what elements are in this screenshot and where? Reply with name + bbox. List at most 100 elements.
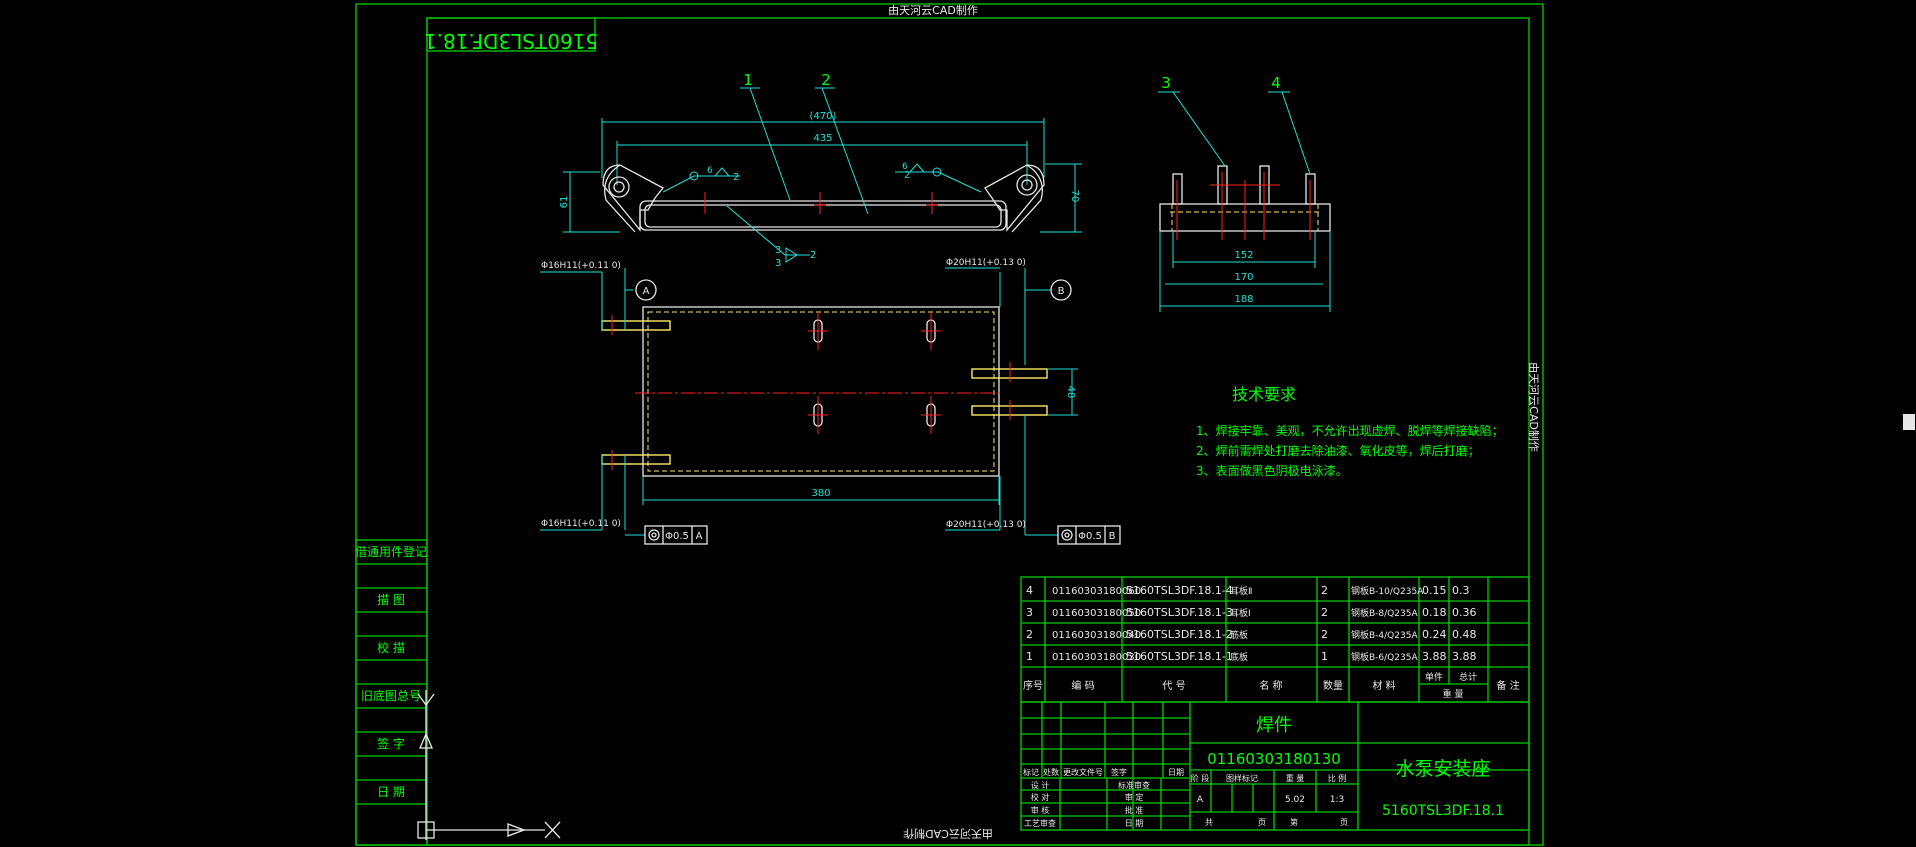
sheet-0: 共 <box>1205 818 1213 827</box>
plan-datum-b: B <box>1058 286 1065 297</box>
bom-r0-code: 01160303180060 <box>1052 586 1141 597</box>
bom-r2-unit: 0.24 <box>1422 628 1447 641</box>
bom-r3-part: 5160TSL3DF.18.1-1 <box>1126 650 1233 663</box>
plan-view: Φ16H11(+0.11 0) A Φ16H11(+0.11 0) Φ20H11… <box>540 258 1121 545</box>
weld-1-size: 6 <box>707 166 713 176</box>
weld-1-count: 2 <box>733 172 739 183</box>
side-dim-1: 170 <box>1234 272 1253 283</box>
title-drawing-no: 5160TSL3DF.18.1 <box>1382 803 1504 819</box>
plan-hole-left-bottom: Φ16H11(+0.11 0) <box>541 519 621 529</box>
bom-r3-name: 底板 <box>1230 651 1248 663</box>
bom-r1-mat: 钢板B-8/Q235A <box>1351 607 1418 619</box>
bom-r1-unit: 0.18 <box>1422 606 1447 619</box>
sheet-2: 第 <box>1290 817 1298 827</box>
bom-r1-name: 耳板Ⅰ <box>1230 607 1251 619</box>
bom-h-name: 名 称 <box>1259 679 1282 692</box>
left-item-2: 校 描 <box>377 640 405 655</box>
side-balloon-3: 3 <box>1161 74 1171 92</box>
bom-h-unit: 单件 <box>1425 671 1443 683</box>
sign2-label-2: 批 准 <box>1125 805 1144 815</box>
plan-dim-gap: 48 <box>1065 386 1076 399</box>
bom-r2-name: 筋板 <box>1230 629 1248 641</box>
sheet-1: 页 <box>1258 818 1266 827</box>
bom-r2-mat: 钢板B-4/Q235A <box>1351 629 1418 641</box>
title-name: 水泵安装座 <box>1395 758 1490 780</box>
bom-r0-total: 0.3 <box>1452 584 1470 597</box>
bom-h-part: 代 号 <box>1162 680 1185 692</box>
projection-symbol <box>417 690 561 840</box>
front-dim-h-right: 70 <box>1069 190 1080 203</box>
side-view: 152 170 188 3 4 <box>1158 74 1331 312</box>
sign-label-3: 工艺审查 <box>1024 818 1056 828</box>
sign2-label-1: 审 定 <box>1125 792 1144 802</box>
scrollbar-thumb[interactable] <box>1903 414 1915 430</box>
weld-2-size: 6 <box>902 162 908 172</box>
left-item-1: 描 图 <box>377 593 405 607</box>
bom-r3-code: 01160303180030 <box>1052 652 1141 663</box>
stage-h-2: 重 量 <box>1286 773 1305 783</box>
side-dim-0: 152 <box>1234 250 1253 261</box>
front-balloon-2: 2 <box>821 71 831 89</box>
tol-b-datum: B <box>1109 531 1116 542</box>
bom-r1-part: 5160TSL3DF.18.1-3 <box>1126 606 1233 619</box>
bom-r3-total: 3.88 <box>1452 650 1477 663</box>
bom-r2-code: 01160303180040 <box>1052 630 1141 641</box>
bom-r1-code: 01160303180050 <box>1052 608 1141 619</box>
front-dim-overall: (470) <box>810 111 837 122</box>
sign2-label-3: 日 期 <box>1125 819 1144 828</box>
bom-r1-qty: 2 <box>1321 606 1328 619</box>
bom-h-no: 序号 <box>1023 679 1043 692</box>
bom-r0-mat: 钢板B-10/Q235A <box>1351 585 1424 597</box>
front-view: (470) 435 61 70 1 2 <box>559 71 1082 269</box>
sign2-label-0: 标准审查 <box>1118 780 1150 790</box>
tech-note-2: 2、焊前需焊处打磨去除油漆、氧化皮等，焊后打磨； <box>1196 443 1480 458</box>
plan-hole-right-top: Φ20H11(+0.13 0) <box>946 258 1026 268</box>
sheet-3: 页 <box>1340 818 1348 827</box>
left-item-4: 签 字 <box>377 736 405 751</box>
stage-h-3: 比 例 <box>1328 773 1347 783</box>
bom-h-qty: 数量 <box>1323 679 1343 692</box>
bom-h-code: 编 码 <box>1071 679 1094 692</box>
bom-r2-total: 0.48 <box>1452 628 1477 641</box>
bom-r0-name: 耳板Ⅱ <box>1230 585 1252 597</box>
bom-r3-unit: 3.88 <box>1422 650 1447 663</box>
plan-datum-a: A <box>643 286 650 297</box>
left-column-table: 借通用件登记 描 图 校 描 旧底图总号 签 字 日 期 <box>355 539 428 846</box>
stage-v-0: A <box>1197 795 1204 805</box>
bom-r3-qty: 1 <box>1321 650 1328 663</box>
tech-note-1: 1、焊接牢靠、美观，不允许出现虚焊、脱焊等焊接缺陷； <box>1196 423 1504 438</box>
left-item-3: 旧底图总号 <box>361 688 421 703</box>
frame-top-label: 由天河云CAD制作 <box>888 3 978 17</box>
front-balloon-1: 1 <box>743 71 753 89</box>
rev-label-1: 处数 <box>1043 767 1059 777</box>
title-code: 01160303180130 <box>1207 750 1341 768</box>
front-dim-span: 435 <box>813 133 832 144</box>
sign-label-0: 设 计 <box>1031 780 1050 790</box>
frame-side-label: 由天河云CAD制作 <box>1527 362 1541 452</box>
stage-h-0: 阶 段 <box>1191 773 1210 783</box>
title-block: 标记 处数 更改文件号 签字 日期 设 计 校 对 审 核 工艺审查 标准审查 … <box>1020 701 1530 831</box>
rev-label-4: 日期 <box>1168 768 1184 777</box>
bom-r2-qty: 2 <box>1321 628 1328 641</box>
plan-hole-right-bottom: Φ20H11(+0.13 0) <box>946 520 1026 530</box>
bom-r2-no: 2 <box>1026 628 1033 641</box>
rev-label-3: 签字 <box>1111 767 1127 777</box>
sign-label-1: 校 对 <box>1031 792 1050 802</box>
weld-3-a: 3 <box>775 245 781 256</box>
stage-h-1: 图样标记 <box>1226 773 1258 783</box>
title-type: 焊件 <box>1256 715 1292 736</box>
drawing-code-box <box>426 17 596 52</box>
weld-3-c: 2 <box>810 250 816 261</box>
stage-v-2: 5.02 <box>1285 795 1305 805</box>
tol-a-datum: A <box>696 531 703 542</box>
rev-label-0: 标记 <box>1023 767 1039 777</box>
weld-2-count: 2 <box>904 170 910 181</box>
tech-note-3: 3、表面做黑色阴极电泳漆。 <box>1196 463 1348 478</box>
bom-h-mat: 材 料 <box>1372 679 1395 692</box>
left-item-0: 借通用件登记 <box>355 544 427 559</box>
bom-r1-total: 0.36 <box>1452 606 1477 619</box>
tech-notes: 技术要求 1、焊接牢靠、美观，不允许出现虚焊、脱焊等焊接缺陷； 2、焊前需焊处打… <box>1196 385 1504 478</box>
plan-dim-length: 380 <box>811 488 830 499</box>
tech-notes-title: 技术要求 <box>1232 385 1296 404</box>
